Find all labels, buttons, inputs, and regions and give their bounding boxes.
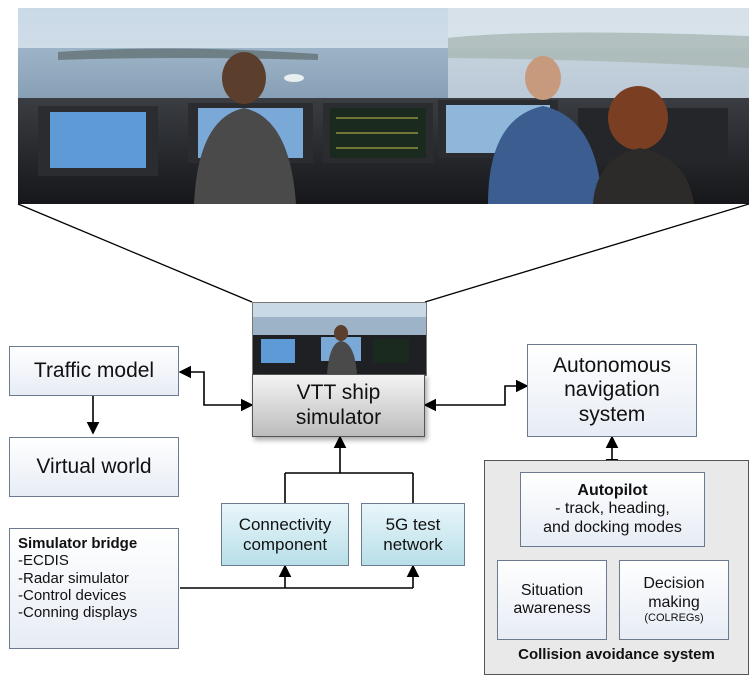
traffic-model-box: Traffic model: [9, 346, 179, 396]
autonomous-line2: navigation: [564, 378, 660, 402]
collision-avoidance-label: Collision avoidance system: [518, 646, 715, 663]
vtt-ship-simulator-box: VTT ship simulator: [252, 374, 425, 437]
connectivity-component-box: Connectivity component: [221, 503, 349, 566]
simulator-line1: VTT ship: [296, 381, 381, 405]
traffic-model-label: Traffic model: [33, 358, 155, 382]
decision-line2: making: [648, 593, 700, 611]
autopilot-box: Autopilot - track, heading, and docking …: [520, 472, 705, 547]
bridge-item-ecdis: -ECDIS: [18, 552, 69, 570]
virtual-world-label: Virtual world: [36, 454, 152, 478]
autonomous-line3: system: [578, 402, 646, 426]
simulator-line2: simulator: [295, 405, 382, 429]
autopilot-line1: - track, heading,: [555, 500, 670, 518]
sim-nav-arrow: [423, 379, 529, 412]
simulator-photo: [18, 8, 749, 204]
5g-line1: 5G test: [385, 514, 441, 534]
bridge-item-radar: -Radar simulator: [18, 569, 129, 587]
decision-line3: (COLREGs): [644, 612, 704, 625]
virtual-world-box: Virtual world: [9, 437, 179, 497]
situation-line2: awareness: [513, 600, 591, 617]
bridge-item-conning: -Conning displays: [18, 604, 138, 621]
decision-making-box: Decision making (COLREGs): [619, 560, 729, 640]
5g-test-network-box: 5G test network: [361, 503, 465, 566]
situation-awareness-box: Situation awareness: [497, 560, 607, 640]
autonomous-navigation-box: Autonomous navigation system: [527, 344, 697, 437]
zoom-line-right: [424, 203, 749, 303]
connectivity-line2: component: [242, 534, 328, 554]
simulator-thumbnail-illustration: [253, 303, 426, 375]
simulator-thumbnail: [252, 302, 427, 376]
connectivity-line1: Connectivity: [238, 514, 332, 534]
autopilot-title: Autopilot: [577, 481, 648, 499]
simulator-bridge-box: Simulator bridge -ECDIS -Radar simulator…: [9, 528, 179, 649]
zoom-line-left: [17, 203, 253, 303]
bridge-item-control: -Control devices: [18, 586, 127, 604]
simulator-photo-illustration: [18, 8, 749, 204]
5g-line2: network: [383, 534, 443, 554]
traffic-sim-arrow: [178, 365, 254, 412]
decision-line1: Decision: [643, 575, 705, 593]
autopilot-line2: and docking modes: [543, 518, 682, 536]
autonomous-line1: Autonomous: [553, 354, 671, 378]
simulator-bridge-title: Simulator bridge: [18, 535, 138, 552]
situation-line1: Situation: [520, 581, 584, 599]
